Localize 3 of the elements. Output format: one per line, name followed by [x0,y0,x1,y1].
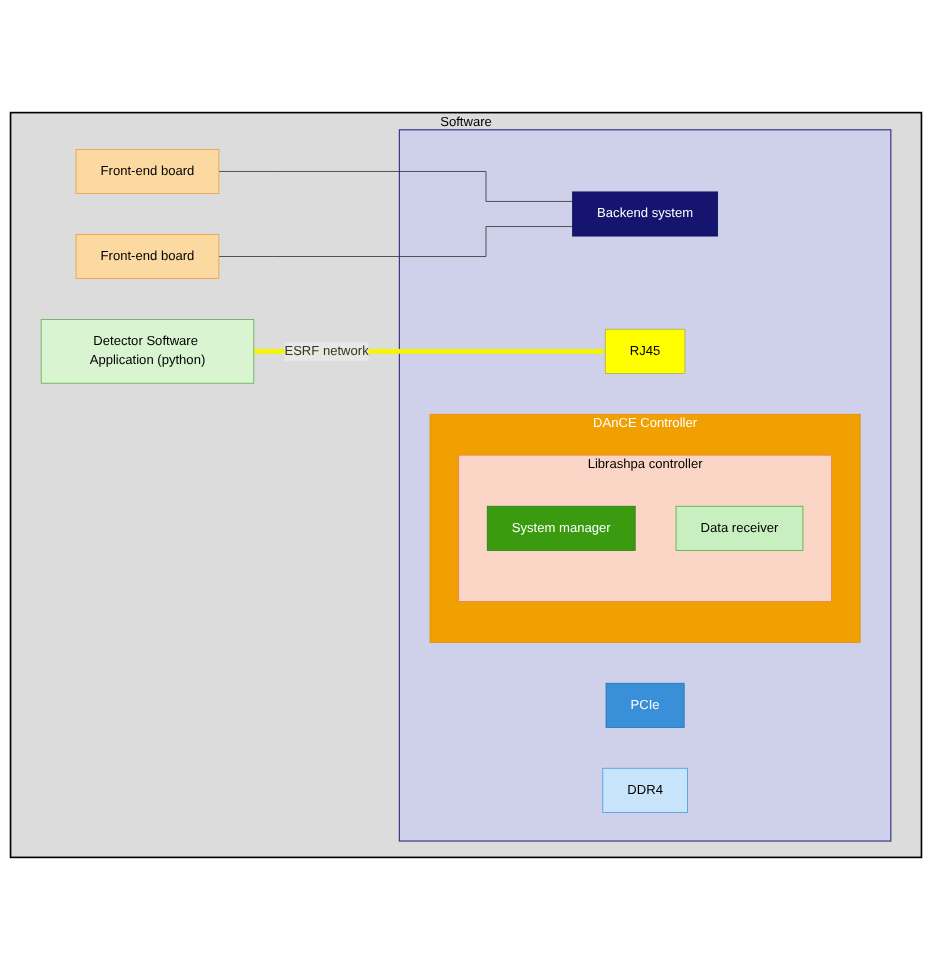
connector [218,226,573,257]
cluster [398,129,892,842]
connector [218,171,573,202]
